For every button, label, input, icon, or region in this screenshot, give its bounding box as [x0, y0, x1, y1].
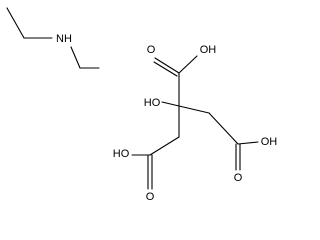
top-acid-oh-bond — [178, 55, 198, 74]
chemical-structure-diagram: NH O OH HO OH O HO O — [6, 7, 278, 203]
right-ch2-to-carboxyl-bond — [208, 112, 239, 145]
central-hydroxyl-label: HO — [144, 97, 161, 109]
ethyl-bond-1 — [6, 7, 25, 39]
ethyl-bond-3 — [70, 46, 81, 69]
top-acid-double-bond-a — [154, 57, 180, 74]
citric-acid-molecule: O OH HO OH O HO O — [113, 44, 278, 203]
central-to-right-ch2-bond — [178, 105, 210, 114]
right-acid-hydroxyl-label: OH — [261, 136, 278, 148]
left-acid-hydroxyl-label: HO — [113, 148, 130, 160]
left-ch2-to-carboxyl-bond — [149, 136, 180, 156]
right-acid-oh-bond — [237, 141, 259, 145]
central-oh-bond — [161, 101, 180, 107]
top-acid-double-bond-b — [153, 61, 178, 77]
left-acid-oxygen-label: O — [146, 191, 155, 203]
right-acid-oxygen-label: O — [234, 172, 243, 184]
top-acid-oxygen-label: O — [147, 44, 156, 56]
nh-label: NH — [56, 33, 72, 45]
diethylamine-molecule: NH — [6, 7, 100, 69]
top-acid-hydroxyl-label: OH — [200, 44, 217, 56]
